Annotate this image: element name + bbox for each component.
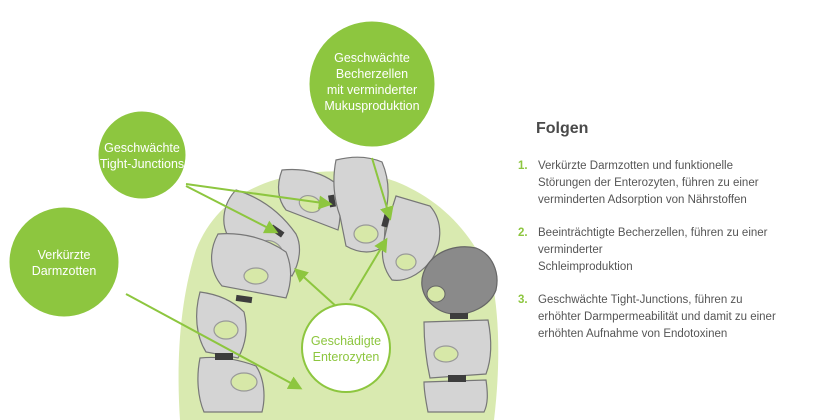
enterocyte-cell bbox=[196, 291, 247, 359]
goblet-nucleus bbox=[426, 285, 446, 303]
cell-nucleus bbox=[353, 224, 379, 244]
tight-junction bbox=[448, 375, 466, 382]
item-text: Beeinträchtigte Becherzellen, führen zu … bbox=[538, 227, 768, 273]
cell-nucleus bbox=[433, 345, 459, 363]
enterocyte-cell bbox=[211, 233, 292, 299]
item-text: Verkürzte Darmzotten und funktionelle St… bbox=[538, 160, 759, 206]
consequence-item: 2. Beeinträchtigte Becherzellen, führen … bbox=[518, 225, 828, 276]
enterocyte-cell bbox=[423, 319, 492, 379]
pointer-tight-a bbox=[185, 183, 333, 210]
tight-junction bbox=[235, 294, 253, 304]
item-text: Geschwächte Tight-Junctions, führen zu e… bbox=[538, 294, 776, 340]
bubble-villi-line: Verkürzte bbox=[38, 248, 91, 262]
bubble-goblet-line: mit verminderter bbox=[327, 83, 417, 97]
cell-nucleus bbox=[213, 320, 239, 340]
bubble-villi-line: Darmzotten bbox=[32, 264, 97, 278]
cell-nucleus bbox=[230, 372, 258, 392]
bubble-tight-line: Geschwächte bbox=[104, 141, 180, 155]
enterocyte-cell bbox=[333, 156, 389, 253]
bubble-goblet-line: Mukusproduktion bbox=[324, 99, 419, 113]
pointer-villi bbox=[125, 293, 303, 390]
pointer-enterocyte-b bbox=[349, 237, 388, 301]
bubble-tight-line: Tight-Junctions bbox=[100, 157, 184, 171]
goblet-cell bbox=[421, 246, 498, 315]
pointer-lines bbox=[125, 157, 394, 390]
epithelial-cells bbox=[196, 156, 492, 413]
item-number: 1. bbox=[518, 160, 528, 172]
bubble-enterocytes-line: Enterozyten bbox=[313, 350, 380, 364]
item-number: 3. bbox=[518, 294, 528, 306]
pointer-goblet bbox=[371, 157, 394, 221]
bubble-goblet-line: Geschwächte bbox=[334, 51, 410, 65]
pointer-tight-b bbox=[185, 185, 279, 234]
consequences-list: 1. Verkürzte Darmzotten und funktionelle… bbox=[518, 158, 828, 343]
cell-nucleus bbox=[243, 267, 269, 285]
consequence-item: 3. Geschwächte Tight-Junctions, führen z… bbox=[518, 292, 828, 343]
item-number: 2. bbox=[518, 227, 528, 239]
panel-title: Folgen bbox=[536, 120, 589, 137]
bubble-goblet-line: Becherzellen bbox=[336, 67, 408, 81]
pointer-enterocyte-a bbox=[293, 268, 339, 309]
bubble-enterocytes-line: Geschädigte bbox=[311, 334, 381, 348]
consequence-item: 1. Verkürzte Darmzotten und funktionelle… bbox=[518, 158, 828, 209]
cell-nucleus bbox=[395, 253, 417, 271]
tight-junction bbox=[450, 313, 468, 319]
consequences-panel: Folgen 1. Verkürzte Darmzotten und funkt… bbox=[518, 120, 828, 359]
enterocyte-cell bbox=[197, 356, 265, 413]
enterocyte-cell bbox=[423, 379, 488, 413]
tight-junction bbox=[215, 353, 233, 360]
